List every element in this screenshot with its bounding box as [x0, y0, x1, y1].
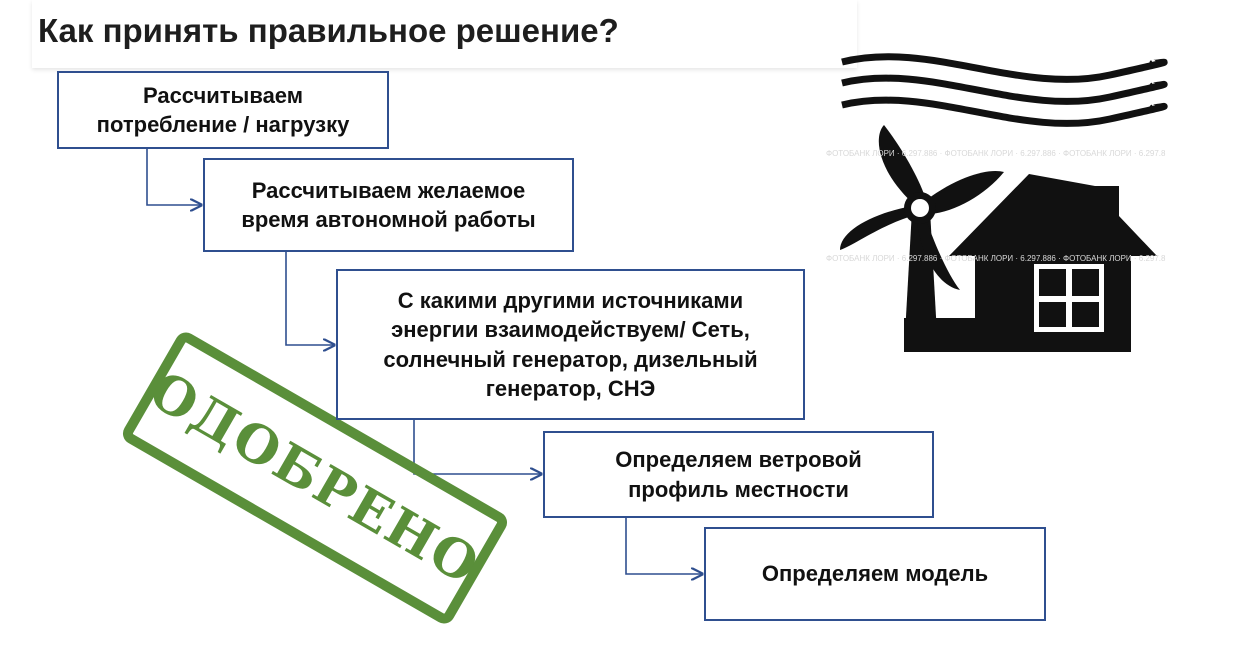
connector-2-3: [285, 252, 334, 345]
connector-1-2: [146, 149, 201, 205]
step-5-text: Определяем модель: [761, 561, 989, 587]
step-3-box: С какими другими источниками энергии вза…: [336, 269, 805, 420]
title-bar: [32, 0, 857, 68]
step-2-text: Рассчитываем желаемое время автономной р…: [241, 177, 536, 232]
step-4-text: Определяем ветровой профиль местности: [615, 447, 862, 502]
step-1-box: Рассчитываем потребление / нагрузку: [57, 71, 389, 149]
step-4-box: Определяем ветровой профиль местности: [543, 431, 934, 518]
step-3-text: С какими другими источниками энергии вза…: [383, 288, 758, 401]
step-5-box: Определяем модель: [704, 527, 1046, 621]
watermark-text-2: ФОТОБАНК ЛОРИ · 6.297.886 · ФОТОБАНК ЛОР…: [826, 254, 1166, 263]
connector-4-5: [625, 518, 702, 574]
step-2-box: Рассчитываем желаемое время автономной р…: [203, 158, 574, 252]
watermark-text-1: ФОТОБАНК ЛОРИ · 6.297.886 · ФОТОБАНК ЛОР…: [826, 149, 1166, 158]
page-title: Как принять правильное решение?: [38, 12, 619, 49]
step-1-text: Рассчитываем потребление / нагрузку: [96, 82, 350, 137]
connector-3-4: [413, 420, 541, 474]
